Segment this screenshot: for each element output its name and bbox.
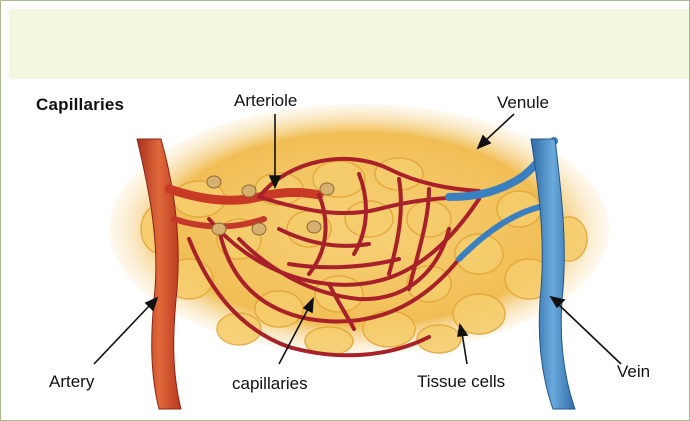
capillaries-diagram: Capillaries Arteriole Venule Artery capi…: [9, 79, 690, 421]
label-arteriole: Arteriole: [234, 91, 297, 111]
header-banner: [9, 9, 690, 79]
label-vein: Vein: [617, 362, 650, 382]
diagram-title: Capillaries: [36, 95, 124, 115]
label-tissue-cells: Tissue cells: [417, 372, 505, 392]
label-artery: Artery: [49, 372, 94, 392]
label-capillaries: capillaries: [232, 374, 308, 394]
capillary-network-illustration: [9, 79, 690, 421]
label-venule: Venule: [497, 93, 549, 113]
